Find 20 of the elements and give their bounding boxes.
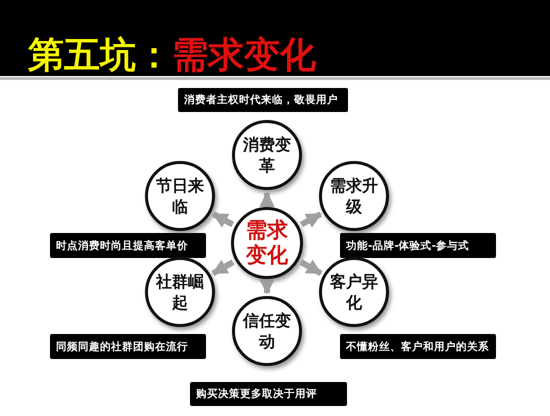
caption-box: 同频同趣的社群团购在流行 — [50, 334, 206, 359]
caption-box: 功能-品牌-体验式-参与式 — [340, 233, 496, 258]
topic-circle: 信任变动 — [232, 296, 302, 366]
topic-circle: 社群崛起 — [145, 257, 215, 327]
arrow — [300, 211, 322, 228]
caption-box: 消费者主权时代来临，敬畏用户 — [178, 88, 348, 112]
arrow — [212, 211, 234, 228]
arrow — [212, 260, 234, 276]
topic-circle: 节日来临 — [145, 161, 215, 231]
arrow — [259, 191, 275, 208]
caption-box: 时点消费时尚且提高客单价 — [50, 233, 206, 258]
topic-circle: 客户异化 — [319, 257, 389, 327]
arrow — [259, 278, 275, 295]
topic-circle: 消费变革 — [232, 120, 302, 190]
caption-box: 不懂粉丝、客户和用户的关系 — [340, 334, 496, 359]
center-circle: 需求变化 — [231, 207, 303, 279]
topic-circle: 需求升级 — [319, 161, 389, 231]
caption-box: 购买决策更多取决于用评 — [190, 382, 347, 406]
title: 第五坑：需求变化 — [28, 36, 316, 76]
arrow — [300, 260, 322, 276]
